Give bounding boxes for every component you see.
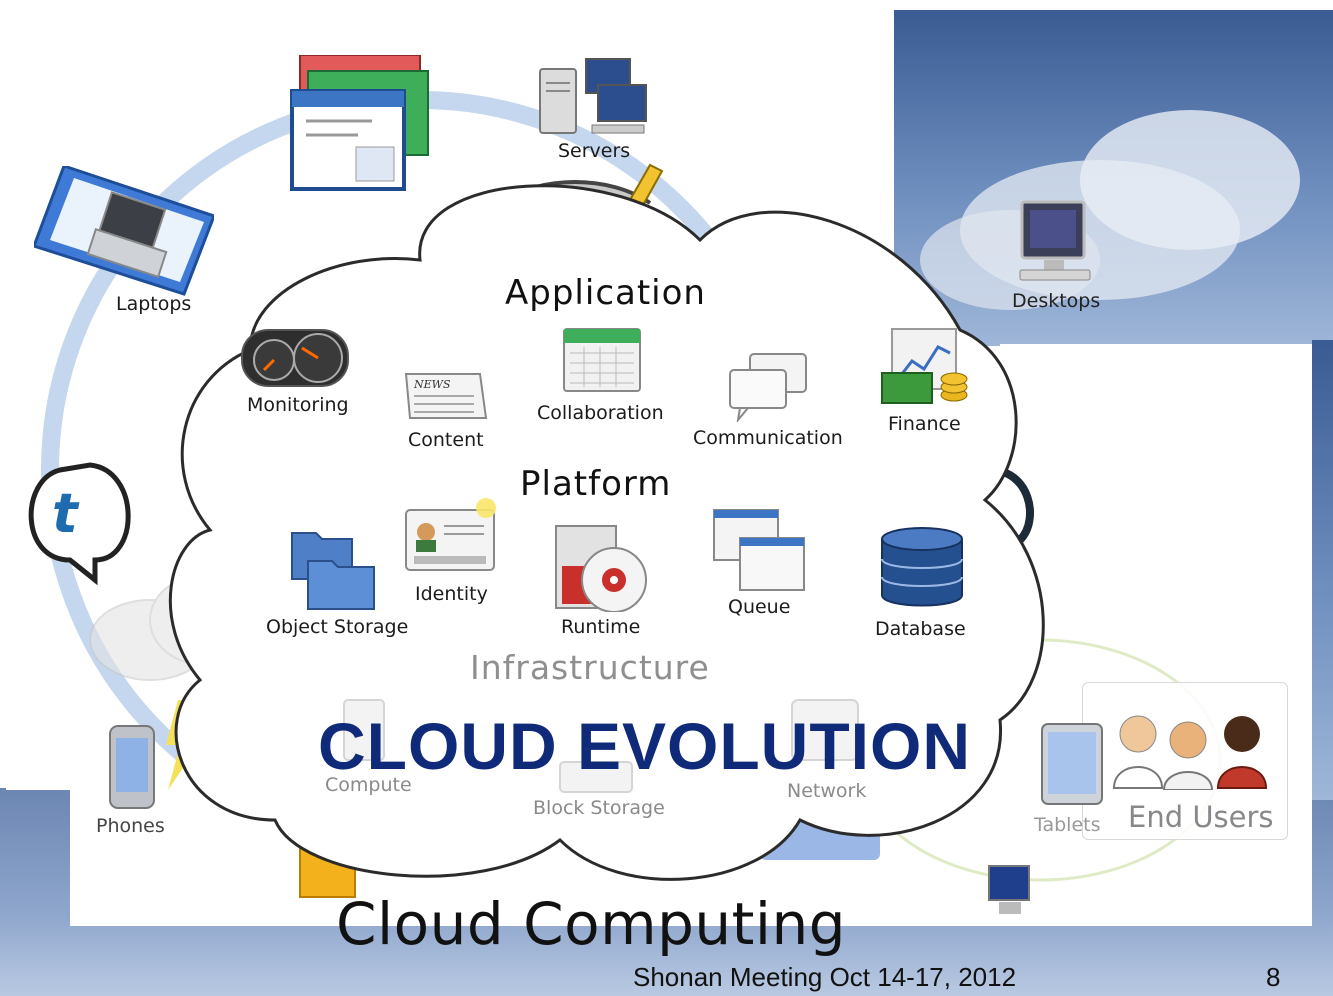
application-heading: Application bbox=[505, 273, 706, 313]
infra-item-compute: Compute bbox=[325, 774, 412, 796]
desktops-label: Desktops bbox=[1012, 290, 1101, 312]
laptop-icon bbox=[34, 166, 214, 296]
app-item-collaboration: Collaboration bbox=[537, 402, 664, 424]
window-queue-icon bbox=[713, 509, 805, 591]
svg-text:t: t bbox=[52, 482, 80, 545]
slide-title: CLOUD EVOLUTION bbox=[318, 709, 971, 783]
runtime-disc-icon bbox=[555, 525, 647, 612]
phone-icon bbox=[109, 725, 155, 809]
id-card-icon bbox=[405, 498, 496, 571]
app-item-communication: Communication bbox=[693, 427, 843, 449]
finance-chart-icon bbox=[881, 328, 968, 404]
monitoring-gauge-icon bbox=[241, 329, 349, 387]
compute-icon bbox=[343, 699, 385, 761]
app-item-finance: Finance bbox=[888, 413, 961, 435]
newspaper-icon: NEWS bbox=[404, 373, 488, 419]
laptops-label: Laptops bbox=[116, 293, 192, 315]
platform-item-queue: Queue bbox=[728, 596, 791, 618]
server-tower-icon bbox=[539, 58, 647, 134]
end-users-label: End Users bbox=[1128, 800, 1274, 834]
platform-item-object-storage: Object Storage bbox=[266, 616, 409, 638]
tablets-label: Tablets bbox=[1034, 814, 1101, 836]
diagram-caption: Cloud Computing bbox=[336, 890, 847, 958]
platform-item-identity: Identity bbox=[415, 583, 488, 605]
users-icon bbox=[1112, 715, 1268, 790]
desktop-monitor-icon bbox=[1019, 200, 1091, 281]
app-item-monitoring: Monitoring bbox=[247, 394, 349, 416]
page-number: 8 bbox=[1266, 962, 1281, 992]
infra-item-block-storage: Block Storage bbox=[533, 797, 665, 819]
folders-icon bbox=[291, 532, 375, 610]
block-storage-icon bbox=[559, 761, 633, 793]
tablet-icon bbox=[1041, 723, 1103, 805]
infra-item-network: Network bbox=[787, 780, 867, 802]
stacked-windows-icon bbox=[290, 55, 429, 191]
servers-label: Servers bbox=[558, 140, 631, 162]
platform-item-runtime: Runtime bbox=[561, 616, 641, 638]
sky-background-right-strip bbox=[1312, 340, 1333, 800]
database-cylinder-icon bbox=[881, 527, 963, 607]
monitor-small-icon bbox=[988, 865, 1030, 914]
slide-footer: Shonan Meeting Oct 14-17, 2012 bbox=[633, 962, 1017, 992]
speech-bubbles-icon bbox=[729, 353, 807, 422]
phones-label: Phones bbox=[96, 815, 165, 837]
network-icon bbox=[791, 699, 859, 761]
calendar-icon bbox=[563, 328, 641, 392]
platform-heading: Platform bbox=[520, 464, 672, 504]
infrastructure-heading: Infrastructure bbox=[470, 648, 710, 687]
app-item-content: Content bbox=[408, 429, 484, 451]
platform-item-database: Database bbox=[875, 618, 966, 640]
svg-text:NEWS: NEWS bbox=[413, 378, 451, 391]
